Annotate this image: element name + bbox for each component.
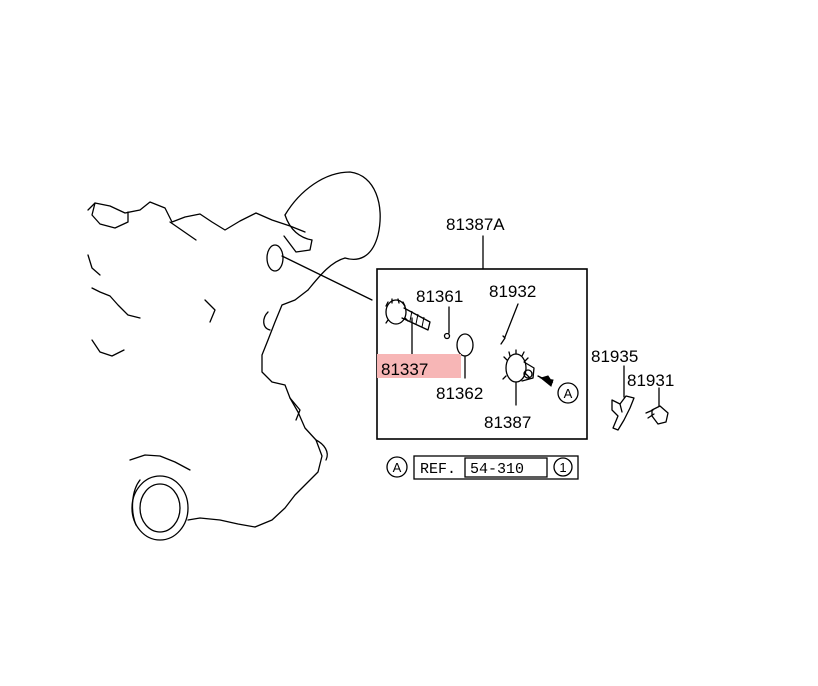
o-ring-drawing [456, 333, 474, 357]
assembly-label[interactable]: 81387A [446, 215, 505, 234]
ref-marker-a-label: A [393, 460, 402, 475]
part-label-81337[interactable]: 81337 [381, 360, 428, 379]
ref-outer-box [413, 455, 579, 480]
ref-marker-a-circle [386, 456, 408, 478]
pinion-shaft-drawing [385, 298, 431, 331]
ref-suffix-label: 1 [559, 460, 566, 475]
speedometer-gear-drawing [502, 349, 535, 383]
part-label-81935[interactable]: 81935 [591, 347, 638, 366]
shift-fork-drawing [611, 395, 635, 431]
bolt-drawing [645, 405, 669, 425]
part-label-81362[interactable]: 81362 [436, 384, 483, 403]
marker-a-circle [557, 382, 579, 404]
ref-prefix: REF. [420, 461, 456, 478]
ref-number[interactable]: 54-310 [470, 461, 524, 478]
part-label-81361[interactable]: 81361 [416, 287, 463, 306]
transmission-housing [87, 171, 381, 541]
part-label-81387[interactable]: 81387 [484, 413, 531, 432]
part-label-81931[interactable]: 81931 [627, 371, 674, 390]
reference-row[interactable]: A REF. 54-310 1 [386, 455, 579, 480]
clip-drawing [443, 332, 451, 340]
ref-suffix-circle [553, 457, 573, 477]
ref-number-box [464, 457, 548, 478]
leader-81932 [504, 303, 519, 338]
highlight-81337 [377, 354, 461, 378]
marker-a-label: A [564, 386, 573, 401]
part-label-81932[interactable]: 81932 [489, 282, 536, 301]
housing-leader-line [281, 255, 373, 301]
pin-drawing [500, 335, 506, 345]
